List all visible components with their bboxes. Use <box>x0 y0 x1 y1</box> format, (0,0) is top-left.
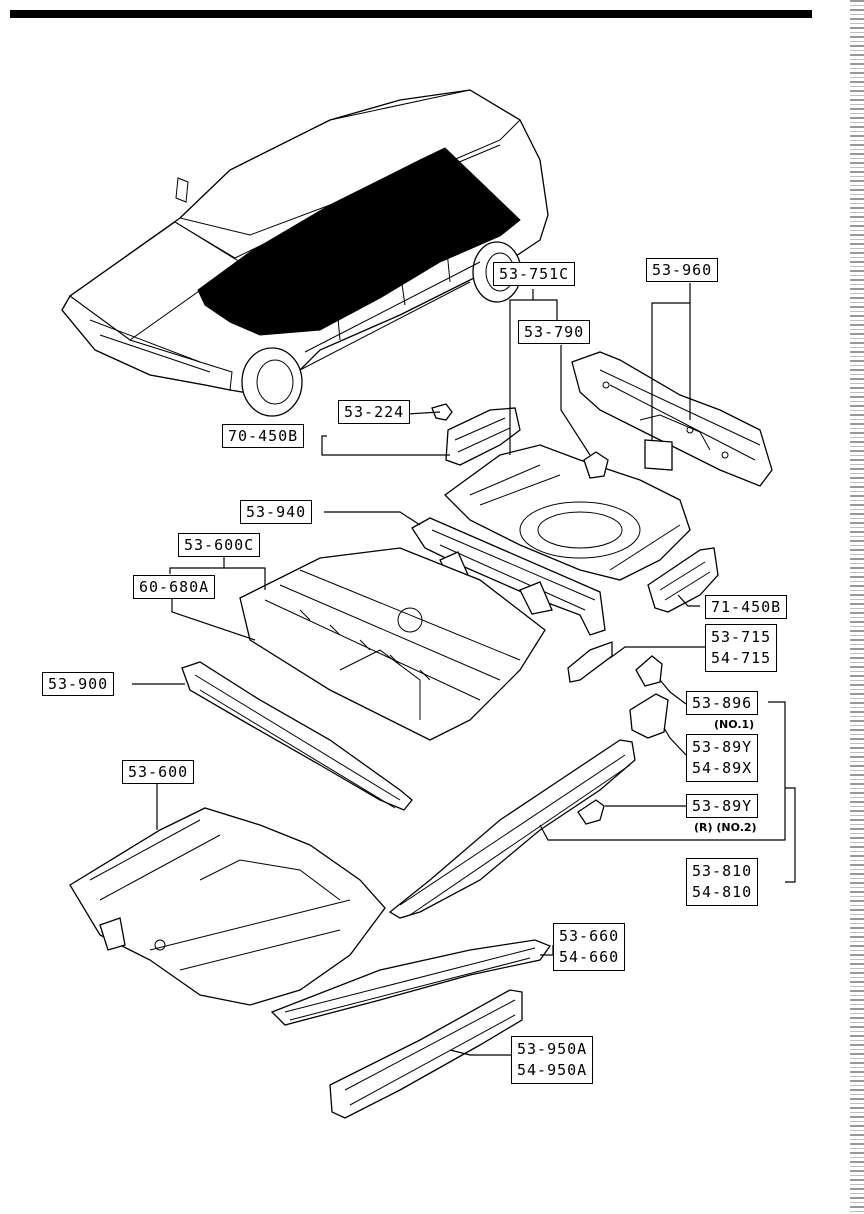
part-label-54-810: 54-810 <box>692 883 753 901</box>
part-label-53-715: 53-715 <box>711 628 772 646</box>
bracket-70-450b <box>431 403 521 466</box>
rear-panel-53-960 <box>571 351 773 487</box>
front-floor-53-600 <box>69 807 386 1006</box>
part-label-53-89y: 53-89Y <box>692 738 753 756</box>
part-label-53-660-54-660[interactable]: 53-660 54-660 <box>553 923 626 971</box>
part-label-54-950a: 54-950A <box>517 1061 588 1079</box>
bracket-53-715 <box>567 641 613 683</box>
part-label-53-896[interactable]: 53-896 <box>686 691 759 715</box>
part-label-53-900[interactable]: 53-900 <box>42 672 115 696</box>
part-label-70-450b[interactable]: 70-450B <box>222 424 305 448</box>
part-label-53-950a: 53-950A <box>517 1040 588 1058</box>
part-label-53-790[interactable]: 53-790 <box>518 320 591 344</box>
part-label-53-950a-54-950a[interactable]: 53-950A 54-950A <box>511 1036 594 1084</box>
part-label-53-715-54-715[interactable]: 53-715 54-715 <box>705 624 778 672</box>
note-r-no2: (R) (NO.2) <box>694 821 757 834</box>
part-label-53-600[interactable]: 53-600 <box>122 760 195 784</box>
sill-inner-53-660 <box>270 939 552 1026</box>
sill-outer-53-950a <box>329 989 523 1119</box>
side-member-53-900 <box>181 661 413 811</box>
bracket-71-450b <box>647 547 719 613</box>
part-label-53-224[interactable]: 53-224 <box>338 400 411 424</box>
center-floor-53-600c <box>239 547 546 741</box>
brackets-53-896-89y <box>577 655 669 825</box>
part-label-53-810: 53-810 <box>692 862 753 880</box>
rear-frame-53-810 <box>388 739 636 919</box>
rear-floor-53-751c <box>444 444 691 581</box>
part-label-53-960[interactable]: 53-960 <box>646 258 719 282</box>
leader-lines <box>132 283 796 1056</box>
car-illustration <box>61 89 549 417</box>
part-label-54-660: 54-660 <box>559 948 620 966</box>
part-label-53-89y-r[interactable]: 53-89Y <box>686 794 759 818</box>
part-label-71-450b[interactable]: 71-450B <box>705 595 788 619</box>
part-label-60-680a[interactable]: 60-680A <box>133 575 216 599</box>
part-label-53-89y-54-89x[interactable]: 53-89Y 54-89X <box>686 734 759 782</box>
part-label-53-810-54-810[interactable]: 53-810 54-810 <box>686 858 759 906</box>
header-rule <box>10 10 812 18</box>
page-edge <box>850 0 864 1214</box>
note-no1: (NO.1) <box>714 718 755 731</box>
part-label-53-751c[interactable]: 53-751C <box>493 262 576 286</box>
part-label-54-89x: 54-89X <box>692 759 753 777</box>
part-label-53-940[interactable]: 53-940 <box>240 500 313 524</box>
part-label-54-715: 54-715 <box>711 649 772 667</box>
part-label-53-600c[interactable]: 53-600C <box>178 533 261 557</box>
part-label-53-660: 53-660 <box>559 927 620 945</box>
